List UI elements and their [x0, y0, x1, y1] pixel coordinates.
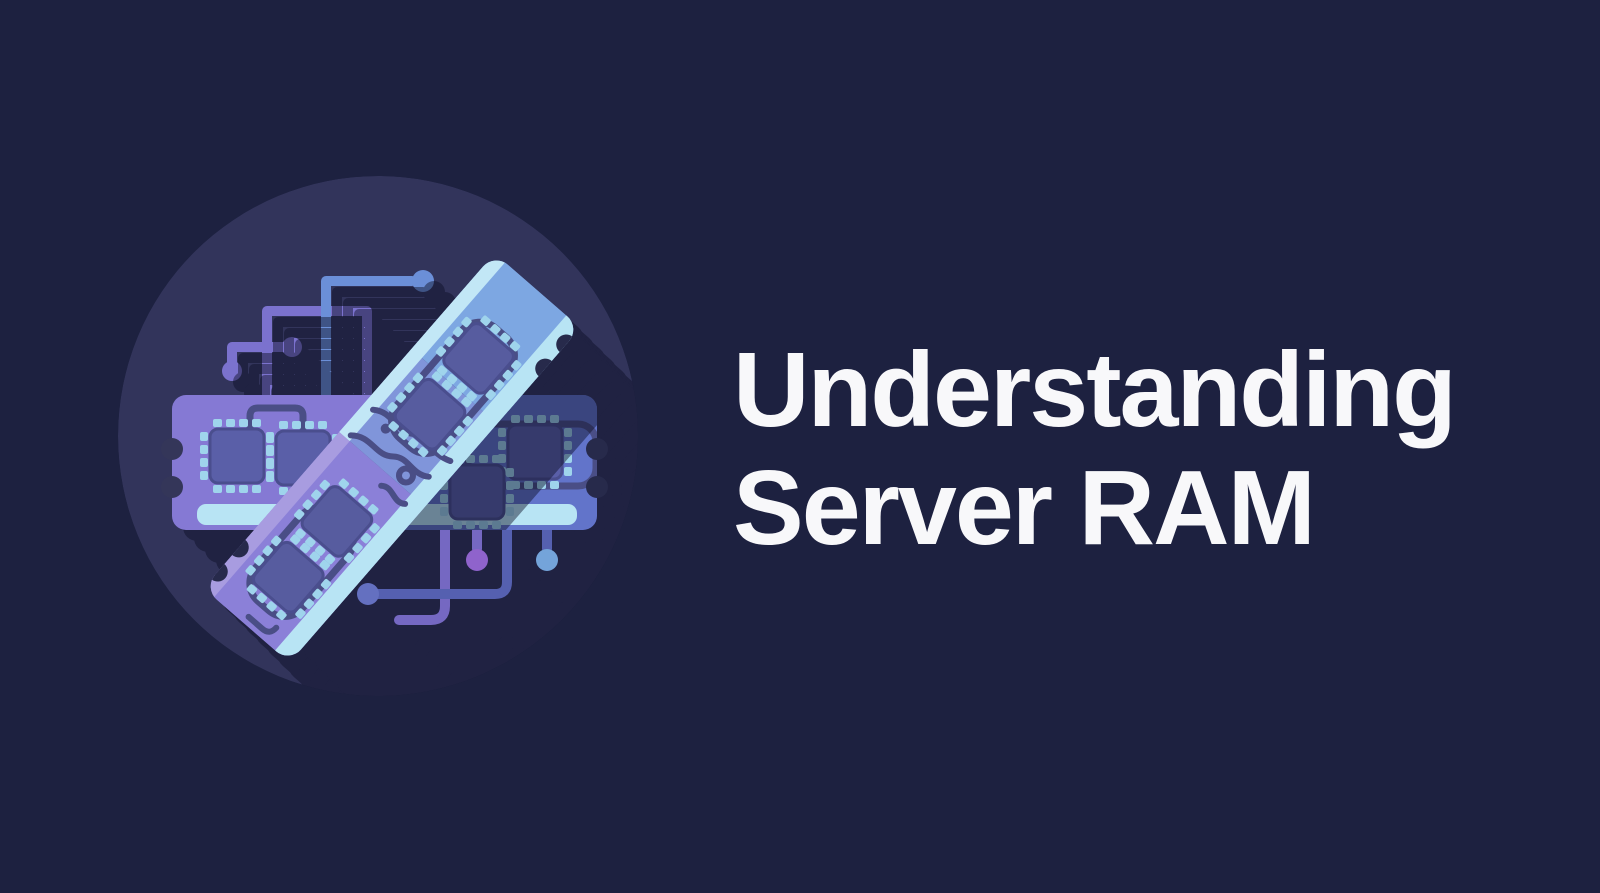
ram-contact-stripe [275, 315, 581, 663]
circuit-traces-bottom [357, 523, 558, 625]
title-line-1: Understanding [733, 331, 1457, 449]
trace-node-dot [466, 549, 488, 571]
board-trace [245, 318, 518, 635]
ram-edge-notch [161, 476, 183, 498]
diagonal-ram-module [203, 253, 581, 663]
ram-edge-notch [161, 438, 183, 460]
trace-node-dot [536, 549, 558, 571]
board-trace [246, 404, 307, 432]
ram-edge-notch [586, 438, 608, 460]
trace-node-dot [357, 583, 379, 605]
ram-edge-notch [586, 476, 608, 498]
page-title: Understanding Server RAM [733, 331, 1533, 567]
ram-circle-illustration [118, 176, 638, 696]
ram-edge-stripe [339, 253, 506, 442]
title-line-2: Server RAM [733, 449, 1316, 567]
